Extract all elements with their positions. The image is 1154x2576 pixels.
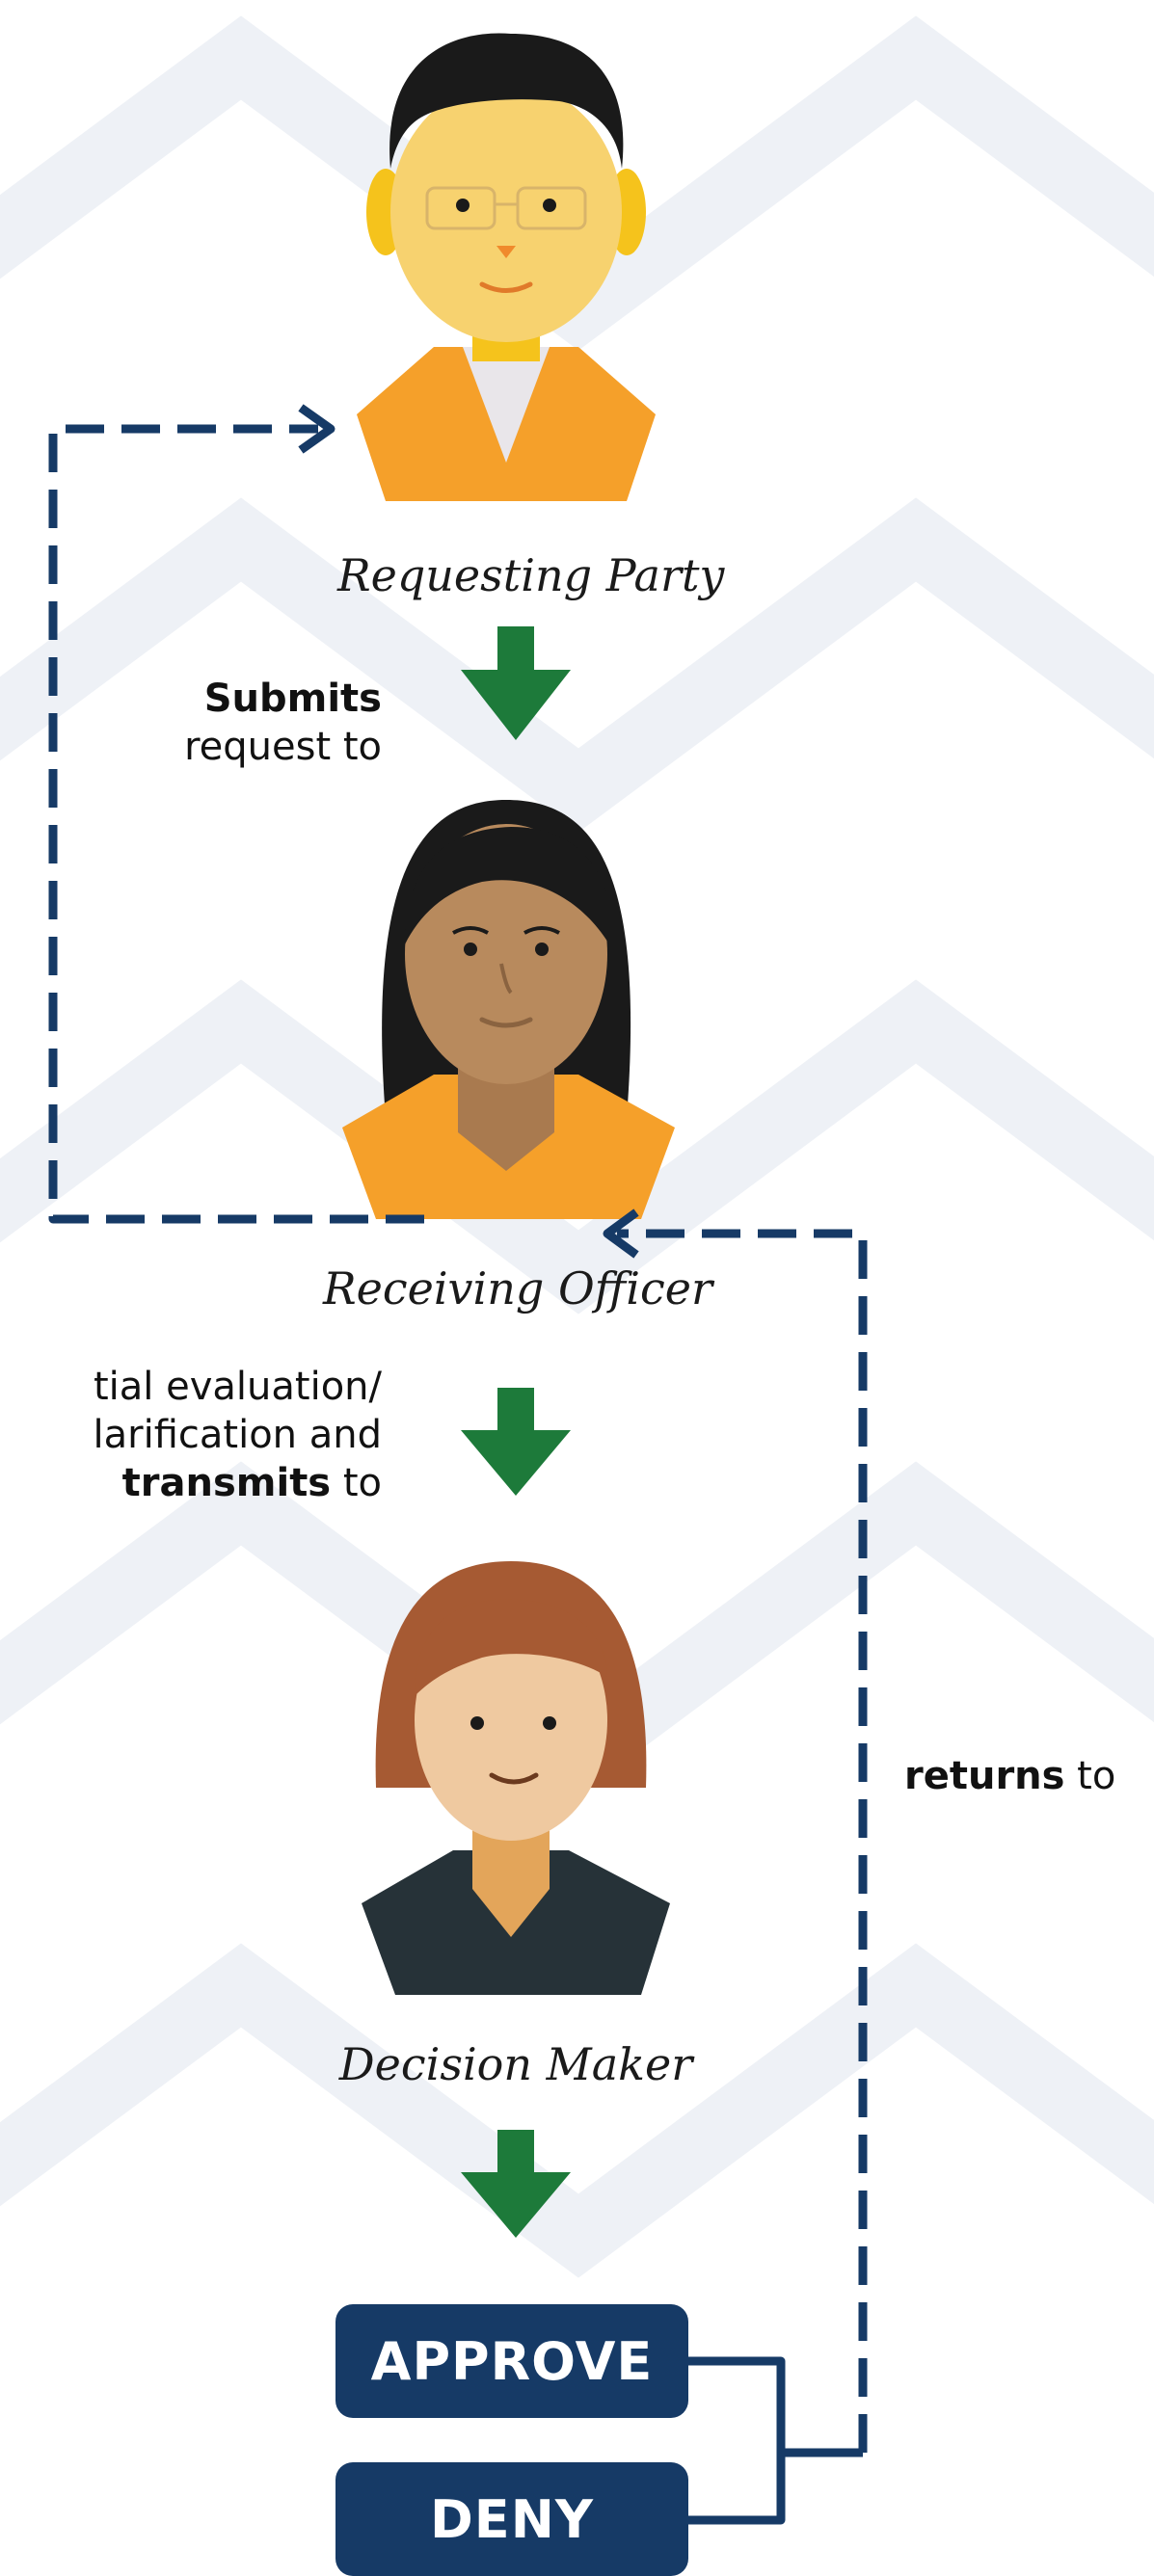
down-arrow-3	[461, 2130, 571, 2238]
step-returns-rest: to	[1064, 1754, 1116, 1798]
step-returns-text: returns to	[904, 1754, 1115, 1798]
step-evaluation-text: tial evaluation/ larification and transm…	[0, 1363, 382, 1507]
down-arrow-2	[461, 1388, 571, 1496]
step-eval-line1: tial evaluation/	[93, 1365, 382, 1409]
approve-button[interactable]: APPROVE	[335, 2304, 688, 2418]
step-eval-rest: to	[331, 1461, 382, 1505]
returns-connector	[603, 1208, 868, 2525]
role-label-decision-maker: Decision Maker	[338, 2038, 693, 2090]
return-to-requester-connector	[48, 404, 424, 1224]
step-eval-line2: larification and	[93, 1413, 382, 1457]
background-chevrons	[0, 15, 1154, 2278]
step-submits-rest: request to	[184, 725, 382, 769]
step-submits-text: Submits request to	[77, 675, 382, 771]
deny-button[interactable]: DENY	[335, 2462, 688, 2576]
step-returns-bold: returns	[904, 1754, 1065, 1798]
role-label-requesting-party: Requesting Party	[337, 549, 725, 601]
receiving-officer-avatar	[342, 800, 675, 1219]
role-label-receiving-officer: Receiving Officer	[323, 1262, 712, 1315]
step-eval-bold: transmits	[121, 1461, 332, 1505]
down-arrow-1	[461, 626, 571, 740]
requesting-party-avatar	[357, 33, 656, 501]
decision-maker-avatar	[362, 1561, 670, 1995]
step-submits-bold: Submits	[203, 677, 382, 721]
